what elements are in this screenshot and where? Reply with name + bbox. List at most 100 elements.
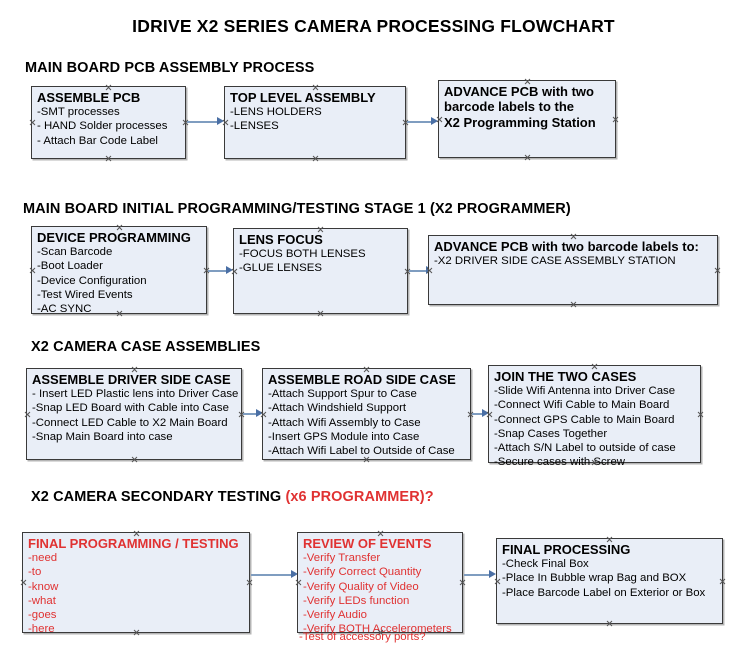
connection-handle-left (494, 578, 501, 585)
node-line: -need (28, 552, 58, 565)
node-line: -Attach S/N Label to outside of case (494, 441, 676, 454)
node-advance-pcb-driver-station[interactable]: ADVANCE PCB with two barcode labels to: … (428, 235, 718, 305)
node-title: TOP LEVEL ASSEMBLY (230, 90, 376, 105)
node-line: -Slide Wifi Antenna into Driver Case (494, 385, 676, 398)
connector-arrow (464, 574, 492, 576)
node-line: -Verify Transfer (303, 552, 381, 565)
node-title: ADVANCE PCB with two (444, 84, 594, 99)
connector-arrow (251, 574, 295, 576)
connection-handle-left (20, 579, 27, 586)
node-line: -Place In Bubble wrap Bag and BOX (502, 572, 687, 585)
node-assemble-pcb[interactable]: ASSEMBLE PCB -SMT processes - HAND Solde… (31, 86, 186, 159)
node-line: -AC SYNC (37, 302, 92, 315)
node-line: -what (28, 594, 56, 607)
arrowhead-icon (256, 409, 263, 417)
node-line: -goes (28, 608, 57, 621)
node-title: LENS FOCUS (239, 232, 323, 247)
node-line: -Check Final Box (502, 558, 589, 571)
connection-handle-bottom (131, 456, 138, 463)
node-line: - Attach Bar Code Label (37, 134, 158, 147)
node-line: -Verify Audio (303, 608, 367, 621)
connector-arrow (243, 413, 259, 415)
node-final-programming-testing[interactable]: FINAL PROGRAMMING / TESTING -need -to -k… (20, 532, 250, 636)
node-line: -Connect GPS Cable to Main Board (494, 413, 675, 426)
section-heading-initial-programming: MAIN BOARD INITIAL PROGRAMMING/TESTING S… (23, 201, 571, 217)
connector-arrow (187, 121, 219, 123)
connection-handle-left (295, 579, 302, 586)
node-top-level-assembly[interactable]: TOP LEVEL ASSEMBLY -LENS HOLDERS -LENSES (224, 86, 406, 159)
connection-handle-left (24, 411, 31, 418)
node-title: ASSEMBLE ROAD SIDE CASE (268, 372, 456, 387)
node-line: -Attach Wifi Assembly to Case (268, 416, 421, 429)
node-line: -SMT processes (37, 106, 120, 119)
node-line: -Attach Wifi Label to Outside of Case (268, 444, 455, 457)
node-line: - HAND Solder processes (37, 120, 168, 133)
arrowhead-icon (226, 266, 233, 274)
arrowhead-icon (482, 409, 489, 417)
node-line: -Verify Correct Quantity (303, 566, 422, 579)
node-line: -here (28, 623, 55, 636)
connection-handle-bottom (312, 155, 319, 162)
section-heading-main-board-pcb: MAIN BOARD PCB ASSEMBLY PROCESS (25, 60, 315, 76)
node-line: -FOCUS BOTH LENSES (239, 248, 366, 261)
connection-handle-left (29, 119, 36, 126)
connection-handle-left (29, 267, 36, 274)
node-line: -Connect LED Cable to X2 Main Board (32, 416, 228, 429)
node-line: -Insert GPS Module into Case (268, 430, 420, 443)
section-heading-accent: (x6 PROGRAMMER)? (285, 489, 434, 505)
node-review-of-events[interactable]: REVIEW OF EVENTS -Verify Transfer -Verif… (295, 532, 463, 636)
node-line: -know (28, 580, 59, 593)
node-title: ADVANCE PCB with two barcode labels to: (434, 239, 699, 254)
node-advance-pcb-programming-station[interactable]: ADVANCE PCB with two barcode labels to t… (438, 80, 616, 158)
node-line: -Verify LEDs function (303, 594, 410, 607)
node-line: -Boot Loader (37, 260, 103, 273)
node-title: REVIEW OF EVENTS (303, 536, 432, 551)
connection-handle-bottom (606, 620, 613, 627)
connector-arrow (409, 270, 428, 272)
connection-handle-bottom (105, 155, 112, 162)
page-title: IDRIVE X2 SERIES CAMERA PROCESSING FLOWC… (132, 16, 615, 36)
node-line: -Snap Cases Together (494, 427, 608, 440)
section-heading-secondary-testing: X2 CAMERA SECONDARY TESTING (x6 PROGRAMM… (31, 489, 434, 505)
node-line: -Snap LED Board with Cable into Case (32, 402, 229, 415)
node-line: -Scan Barcode (37, 246, 113, 259)
node-line: -GLUE LENSES (239, 262, 322, 275)
node-title: FINAL PROCESSING (502, 542, 631, 557)
node-title: X2 Programming Station (444, 114, 596, 130)
node-line: -Device Configuration (37, 274, 147, 287)
node-line: -Attach Windshield Support (268, 402, 407, 415)
node-title: ASSEMBLE DRIVER SIDE CASE (32, 372, 231, 387)
connector-arrow (407, 121, 434, 123)
arrowhead-icon (217, 117, 224, 125)
connection-handle-bottom (570, 301, 577, 308)
node-line: -LENSES (230, 120, 279, 133)
node-line: -Connect Wifi Cable to Main Board (494, 399, 670, 412)
arrowhead-icon (489, 570, 496, 578)
node-final-processing[interactable]: FINAL PROCESSING -Check Final Box -Place… (496, 538, 723, 624)
node-assemble-road-side-case[interactable]: ASSEMBLE ROAD SIDE CASE -Attach Support … (262, 368, 471, 460)
node-join-the-two-cases[interactable]: JOIN THE TWO CASES -Slide Wifi Antenna i… (488, 365, 701, 468)
node-line: -Secure cases with Screw (494, 456, 626, 469)
node-line: -to (28, 566, 42, 579)
node-title: DEVICE PROGRAMMING (37, 230, 191, 245)
node-device-programming[interactable]: DEVICE PROGRAMMING -Scan Barcode -Boot L… (29, 226, 207, 315)
section-heading-case-assemblies: X2 CAMERA CASE ASSEMBLIES (31, 339, 261, 355)
arrowhead-icon (291, 570, 298, 578)
arrowhead-icon (431, 117, 438, 125)
node-title: JOIN THE TWO CASES (494, 369, 637, 384)
connector-arrow (472, 413, 485, 415)
node-review-of-events-overflow-line: -Test of accessory ports? (299, 631, 426, 643)
node-line: -LENS HOLDERS (230, 106, 322, 119)
node-title: barcode labels to the (444, 99, 575, 115)
node-lens-focus[interactable]: LENS FOCUS -FOCUS BOTH LENSES -GLUE LENS… (233, 228, 408, 314)
node-line: -Verify BOTH Accelerometers (303, 623, 452, 636)
node-line: -Attach Support Spur to Case (268, 388, 417, 401)
connector-arrow (208, 270, 228, 272)
node-line: -X2 DRIVER SIDE CASE ASSEMBLY STATION (434, 255, 676, 268)
node-line: - Insert LED Plastic lens into Driver Ca… (32, 388, 239, 401)
node-line: -Verify Quality of Video (303, 580, 419, 593)
connection-handle-bottom (317, 310, 324, 317)
node-assemble-driver-side-case[interactable]: ASSEMBLE DRIVER SIDE CASE - Insert LED P… (26, 368, 242, 460)
node-title: ASSEMBLE PCB (37, 90, 141, 105)
node-title: FINAL PROGRAMMING / TESTING (28, 536, 239, 551)
